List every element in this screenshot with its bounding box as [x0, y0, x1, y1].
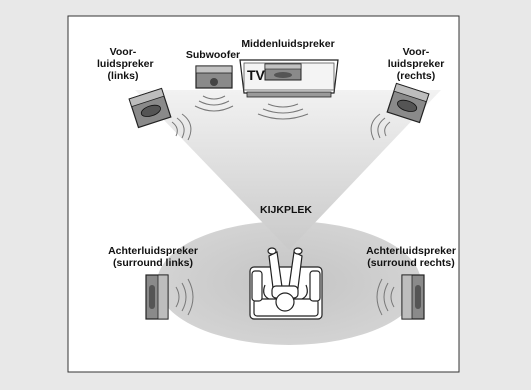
rear-right-sound-waves [376, 278, 395, 316]
subwoofer-sound-waves [194, 95, 234, 112]
center-label: Middenluidspreker [236, 38, 340, 50]
front-right-label-line3: (rechts) [396, 70, 436, 82]
rear-right-label-line1: Achterluidspreker [366, 245, 456, 257]
listening-position-label: KIJKPLEK [256, 204, 316, 216]
rear-left-label-line1: Achterluidspreker [108, 245, 198, 257]
front-right-speaker [386, 82, 430, 124]
sound-cone [135, 90, 441, 250]
rear-left-sound-waves [175, 278, 194, 316]
rear-right-label-line2: (surround rechts) [367, 257, 455, 269]
listener-on-couch-icon [249, 247, 323, 320]
rear-right-label: Achterluidspreker (surround rechts) [356, 245, 466, 269]
center-label-text: Middenluidspreker [241, 38, 335, 50]
subwoofer-speaker [195, 65, 233, 89]
front-right-label-line1: Voor- [402, 46, 430, 58]
rear-left-speaker [145, 274, 169, 320]
tv-label: TV [247, 67, 266, 83]
front-right-sound-waves [370, 113, 391, 141]
front-left-label-line2: luidspreker [97, 58, 154, 70]
front-left-label: Voor- luidspreker (links) [97, 46, 154, 82]
subwoofer-label: Subwoofer [183, 49, 243, 61]
center-sound-waves [257, 103, 309, 120]
tv-unit [239, 59, 339, 98]
listening-position-text: KIJKPLEK [260, 204, 312, 216]
front-left-speaker [128, 87, 172, 129]
front-left-label-line3: (links) [107, 70, 139, 82]
rear-left-label: Achterluidspreker (surround links) [98, 245, 208, 269]
front-right-label-line2: luidspreker [387, 58, 445, 70]
front-left-sound-waves [171, 113, 192, 141]
subwoofer-label-text: Subwoofer [185, 49, 241, 61]
rear-right-speaker [401, 274, 425, 320]
rear-left-label-line2: (surround links) [113, 257, 193, 269]
front-left-label-line1: Voor- [109, 46, 137, 58]
front-right-label: Voor- luidspreker (rechts) [386, 46, 446, 82]
